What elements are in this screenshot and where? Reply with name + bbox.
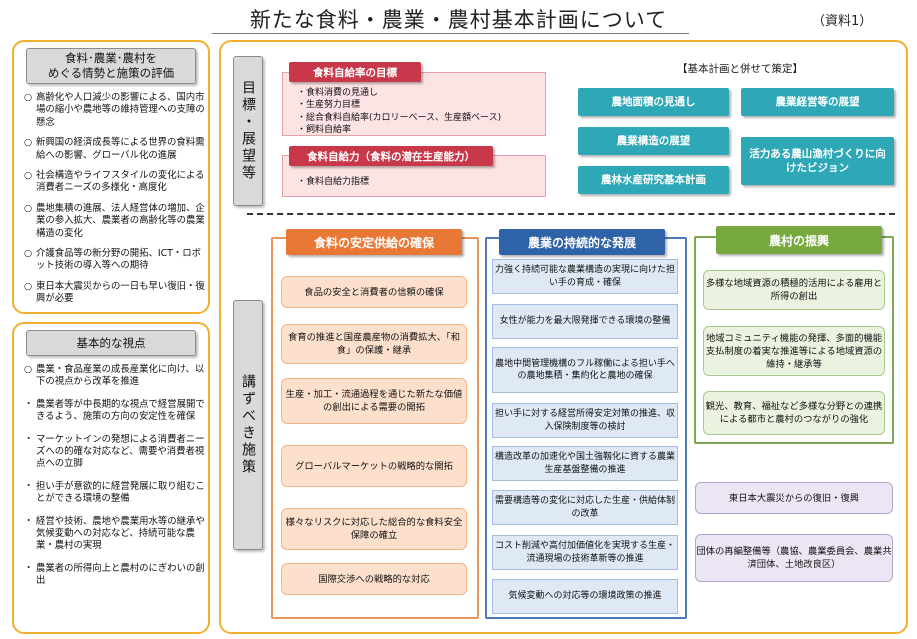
list-item: ○介護食品等の新分野の開拓、ICT・ロボット技術の導入等への期待 — [24, 248, 202, 272]
situation-title-line2: めぐる情勢と施策の評価 — [47, 66, 175, 80]
rural-item-3: 観光、教育、福祉など多様な分野との連携による都市と農村のつながりの強化 — [703, 391, 885, 435]
food-item-5: 様々なリスクに対応した総合的な食料安全保障の確立 — [281, 508, 467, 550]
situation-list: ○高齢化や人口減少の影響による、国内市場の縮小や農地等の維持管理への支障の懸念 … — [24, 92, 206, 314]
rural-column-title: 農村の振興 — [716, 226, 882, 254]
joint-plans-title: 【基本計画と併せて策定】 — [677, 62, 803, 75]
circle-marker: ○ — [24, 137, 33, 149]
rural-item-1: 多様な地域資源の積極的活用による雇用と所得の創出 — [703, 270, 885, 310]
capacity-title: 食料自給力（食料の潜在生産能力） — [289, 146, 493, 166]
agri-item-3: 農地中間管理機構のフル稼働による担い手への農地集積・集約化と農地の確保 — [492, 347, 678, 393]
agri-item-4: 担い手に対する経営所得安定対策の推進、収入保険制度等の検討 — [492, 403, 678, 438]
bullet-marker: ・ — [24, 480, 34, 492]
measures-label: 講ずべき施策 — [233, 300, 263, 550]
bullet-marker: ・ — [24, 433, 34, 445]
food-item-2: 食育の推進と国産農産物の消費拡大、「和食」の保護・継承 — [281, 324, 467, 364]
agri-item-2: 女性が能力を最大限発揮できる環境の整備 — [492, 304, 678, 339]
agri-item-8: 気候変動への対応等の環境政策の推進 — [492, 579, 678, 614]
circle-marker: ○ — [24, 170, 33, 182]
viewpoint-panel: 基本的な視点 ○農業・食品産業の成長産業化に向け、以下の視点から改革を推進 ・農… — [12, 322, 210, 634]
agri-item-6: 需要構造等の変化に対応した生産・供給体制の改革 — [492, 490, 678, 525]
viewpoint-title: 基本的な視点 — [26, 330, 196, 356]
circle-marker: ○ — [24, 280, 33, 292]
viewpoint-list: ○農業・食品産業の成長産業化に向け、以下の視点から改革を推進 ・農業者等が中長期… — [24, 364, 206, 588]
section-divider — [247, 213, 895, 215]
agri-column-title: 農業の持続的な発展 — [499, 229, 665, 255]
food-item-1: 食品の安全と消費者の信頼の確保 — [281, 276, 467, 308]
page-title: 新たな食料・農業・農村基本計画について — [249, 8, 668, 32]
situation-panel: 食料･農業･農村を めぐる情勢と施策の評価 ○高齢化や人口減少の影響による、国内… — [12, 40, 210, 314]
food-item-4: グローバルマーケットの戦略的な開拓 — [281, 445, 467, 487]
food-item-6: 国際交渉への戦略的な対応 — [281, 563, 467, 595]
list-item: ○高齢化や人口減少の影響による、国内市場の縮小や農地等の維持管理への支障の懸念 — [24, 92, 205, 128]
agri-item-1: 力強く持続可能な農業構造の実現に向けた担い手の育成・確保 — [492, 259, 678, 294]
bullet-marker: ・ — [24, 515, 34, 527]
research-plan-box: 農林水産研究基本計画 — [578, 166, 729, 194]
list-item: ・食料消費の見通し — [297, 88, 379, 98]
self-sufficiency-box: ・食料消費の見通し ・生産努力目標 ・総合食料自給率(カロリーベース、生産額ベー… — [282, 72, 546, 136]
circle-marker: ○ — [24, 364, 33, 375]
farm-management-box: 農業経営等の展望 — [741, 88, 894, 116]
list-item: ○東日本大震災からの一日も早い復旧・復興が必要 — [24, 280, 205, 305]
agri-item-5: 構造改革の加速化や国土強靱化に資する農業生産基盤整備の推進 — [492, 446, 678, 481]
circle-marker: ○ — [24, 202, 33, 214]
list-item: ○新興国の経済成長等による世界の食料需給への影響、グローバル化の進展 — [24, 137, 205, 161]
list-item: ・経営や技術、農地や農業用水等の継承や気候変動への対応など、持続可能な農業・農村… — [24, 515, 205, 552]
rural-vision-box: 活力ある農山漁村づくりに向けたビジョン — [741, 137, 894, 185]
list-item: ○農地集積の進展、法人経営体の増加、企業の参入拡大、農業者の高齢化等の農業構造の… — [24, 202, 205, 239]
agri-structure-box: 農業構造の展望 — [578, 127, 729, 155]
food-item-3: 生産・加工・流通過程を通じた新たな価値の創出による需要の開拓 — [281, 378, 467, 424]
food-column-title: 食料の安定供給の確保 — [286, 229, 462, 255]
list-item: ○社会構造やライフスタイルの変化による消費者ニーズの多様化・高度化 — [24, 170, 205, 194]
circle-marker: ○ — [24, 92, 33, 103]
rural-item-2: 地域コミュニティ機能の発揮、多面的機能支払制度の着実な推進等による地域資源の維持… — [703, 326, 885, 376]
organization-reform-box: 団体の再編整備等（農協、農業委員会、農業共済団体、土地改良区） — [695, 534, 893, 582]
title-divider — [212, 33, 689, 34]
situation-title-line1: 食料･農業･農村を — [65, 51, 157, 65]
list-item: ・マーケットインの発想による消費者ニーズへの的確な対応など、需要や消費者視点への… — [24, 433, 205, 470]
list-item: ・生産努力目標 — [297, 100, 361, 111]
document-label: （資料1） — [812, 14, 873, 29]
circle-marker: ○ — [24, 248, 33, 260]
list-item: ・飼料自給率 — [297, 125, 352, 136]
self-sufficiency-title: 食料自給率の目標 — [289, 62, 421, 82]
list-item: ・食料自給力指標 — [297, 177, 370, 187]
farmland-outlook-box: 農地面積の見通し — [578, 88, 729, 116]
goals-label: 目標・展望等 — [233, 56, 263, 206]
list-item: ・担い手が意欲的に経営発展に取り組むことができる環境の整備 — [24, 480, 205, 505]
list-item: ・農業者の所得向上と農村のにぎわいの創出 — [24, 562, 205, 587]
disaster-recovery-box: 東日本大震災からの復旧・復興 — [695, 482, 893, 514]
list-item: ・農業者等が中長期的な視点で経営展開できるよう、施策の方向の安定性を確保 — [24, 398, 205, 423]
list-item: ○農業・食品産業の成長産業化に向け、以下の視点から改革を推進 — [24, 364, 205, 388]
bullet-marker: ・ — [24, 398, 34, 410]
list-item: ・総合食料自給率(カロリーベース、生産額ベース) — [297, 112, 502, 123]
bullet-marker: ・ — [24, 562, 34, 574]
situation-title: 食料･農業･農村を めぐる情勢と施策の評価 — [26, 48, 196, 84]
agri-item-7: コスト削減や高付加価値化を実現する生産・流通現場の技術革新等の推進 — [492, 535, 678, 570]
